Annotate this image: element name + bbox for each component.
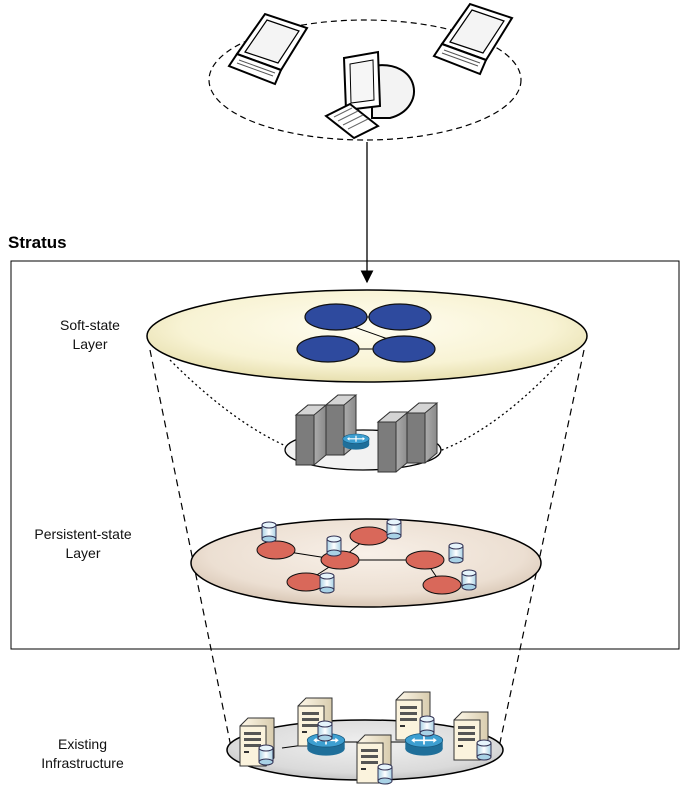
soft-state-label: Soft-state Layer — [20, 316, 160, 354]
soft-state-layer — [146, 289, 588, 383]
client-group — [208, 3, 522, 141]
database-icon — [476, 739, 492, 761]
persistent-state-label-line2: Layer — [65, 545, 101, 561]
database-icon — [261, 521, 277, 543]
router-icon — [342, 433, 370, 451]
database-icon — [461, 569, 477, 591]
persistent-state-node — [405, 550, 445, 570]
stratus-title: Stratus — [8, 233, 67, 252]
existing-label-line1: Existing — [57, 736, 108, 752]
existing-infrastructure — [226, 691, 504, 785]
server-rack-icon — [377, 411, 409, 473]
persistent-state-node — [286, 572, 326, 592]
persistent-state-node — [422, 575, 462, 595]
persistent-state-label: Persistent-state Layer — [8, 525, 158, 563]
existing-label-line2: Infrastructure — [41, 755, 124, 771]
stratus-boundary-box — [10, 260, 680, 650]
database-icon — [386, 518, 402, 540]
funnel-lines — [149, 349, 585, 753]
soft-state-disc — [146, 289, 588, 383]
soft-state-node — [296, 335, 360, 363]
database-icon — [419, 715, 435, 737]
soft-state-node — [368, 303, 432, 331]
persistent-state-node — [256, 540, 296, 560]
soft-state-node — [372, 335, 436, 363]
persistent-state-node — [349, 526, 389, 546]
soft-state-label-line1: Soft-state — [60, 317, 120, 333]
client-cloud-outline — [208, 19, 522, 141]
router-icon — [404, 732, 444, 757]
database-icon — [377, 763, 393, 785]
database-icon — [448, 542, 464, 564]
database-icon — [326, 535, 342, 557]
existing-infrastructure-label: Existing Infrastructure — [20, 735, 145, 773]
laptop-icon — [433, 3, 513, 75]
database-icon — [258, 744, 274, 766]
persistent-state-label-line1: Persistent-state — [34, 526, 132, 542]
database-icon — [319, 572, 335, 594]
persistent-state-layer — [190, 518, 542, 608]
database-icon — [317, 720, 333, 742]
soft-state-label-line2: Layer — [72, 336, 108, 352]
soft-state-node — [304, 303, 368, 331]
server-rack-icon — [295, 404, 327, 466]
desktop-computer-icon — [324, 50, 415, 140]
compute-funnel-dotted — [169, 359, 563, 464]
laptop-icon — [228, 13, 308, 85]
server-rack-icon — [406, 402, 438, 464]
compute-cluster — [284, 394, 442, 473]
